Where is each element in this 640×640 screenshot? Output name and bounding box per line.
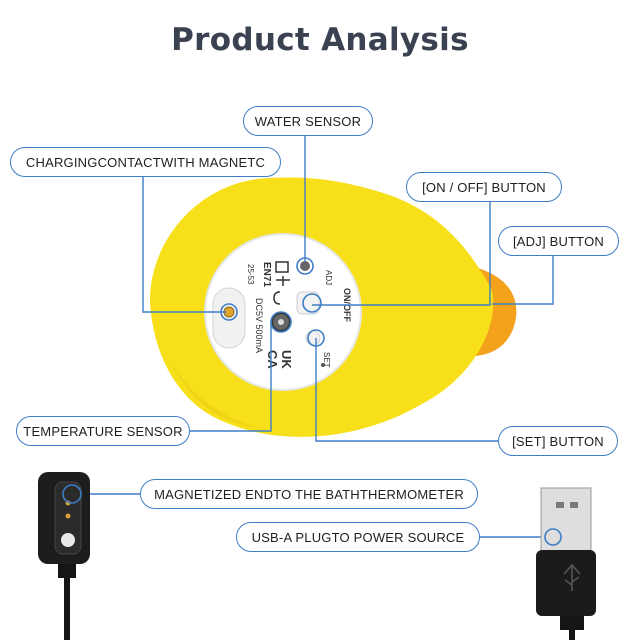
callout-temperature <box>188 322 272 432</box>
usb-plug <box>536 487 596 640</box>
label-adj-button: [ADJ] BUTTON <box>498 226 619 256</box>
charging-pad <box>212 287 246 349</box>
label-set-button: [SET] BUTTON <box>498 426 618 456</box>
callout-charging <box>142 175 226 313</box>
magnetic-connector <box>38 472 90 640</box>
marking-code: 25-53 <box>246 264 255 285</box>
marking-set: SET <box>322 352 331 368</box>
label-water-sensor: WATER SENSOR <box>243 106 373 136</box>
compliance-symbols-icon <box>273 261 290 305</box>
callout-adj <box>492 255 554 305</box>
label-on-off-button: [ON / OFF] BUTTON <box>406 172 562 202</box>
water-sensor-dot <box>300 261 310 271</box>
page-title: Product Analysis <box>171 22 469 58</box>
label-usb-plug: USB-A PLUGTO POWER SOURCE <box>236 522 480 552</box>
marking-adj: ADJ <box>324 270 333 285</box>
marking-model: EN71 <box>261 262 272 287</box>
marking-ca: CA <box>265 350 280 369</box>
marking-uk: UK <box>279 350 294 369</box>
marking-rating: DC5V 500mA <box>254 298 264 353</box>
on-off-button-shape <box>296 291 320 315</box>
callout-on-off <box>312 200 491 306</box>
label-charging-contact: CHARGINGCONTACTWITH MAGNETC <box>10 147 281 177</box>
label-magnetized-end: MAGNETIZED ENDTO THE BATHTHERMOMETER <box>140 479 478 509</box>
callout-set <box>315 338 498 442</box>
label-temperature-sensor: TEMPERATURE SENSOR <box>16 416 190 446</box>
